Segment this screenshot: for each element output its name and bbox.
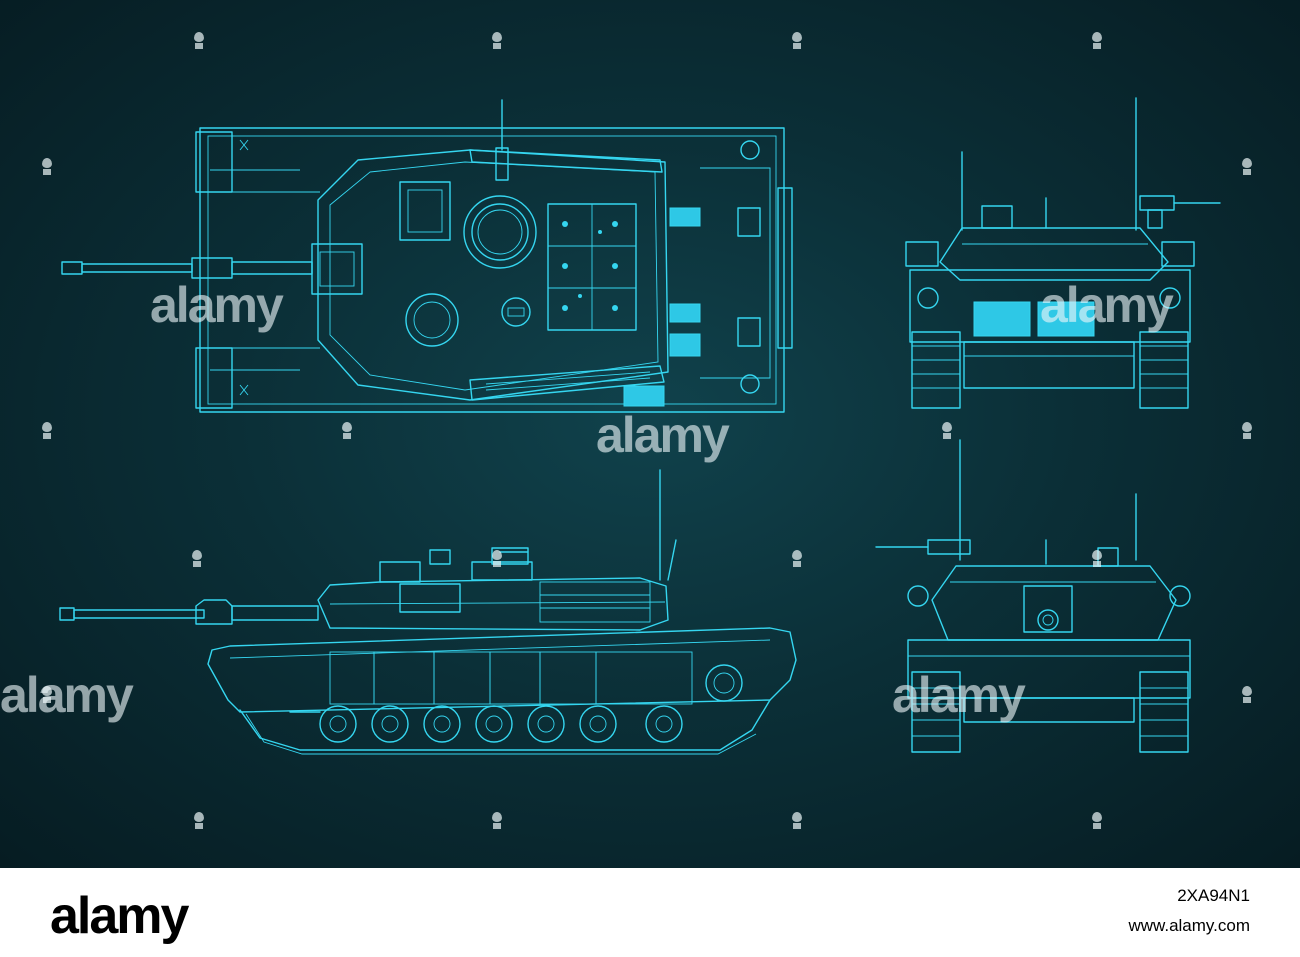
site-url[interactable]: www.alamy.com: [1128, 916, 1250, 935]
watermark-text: alamy: [1040, 277, 1174, 333]
alamy-logo[interactable]: alamy: [50, 887, 189, 945]
watermark-icon: [792, 812, 802, 829]
watermark-text: alamy: [0, 667, 134, 723]
watermark-text: alamy: [150, 277, 284, 333]
watermark-icon: [42, 686, 52, 703]
image-id: 2XA94N1: [1177, 886, 1250, 905]
stock-footer: alamy 2XA94N1 www.alamy.com: [0, 868, 1300, 957]
blueprint-canvas: alamy alamy alamy alamy alamy: [0, 0, 1300, 868]
watermark-icon: [492, 550, 502, 567]
watermark-icon: [492, 32, 502, 49]
tank-blueprint-drawing: [59, 97, 1221, 755]
watermark-text: alamy: [596, 407, 730, 463]
rear-view: [875, 439, 1191, 753]
front-view: [905, 97, 1221, 409]
watermark-icon: [1242, 422, 1252, 439]
watermark-icon: [1092, 32, 1102, 49]
watermark-icon: [1092, 812, 1102, 829]
watermark-icon: [192, 550, 202, 567]
watermark-icon: [1092, 550, 1102, 567]
watermark-icon: [792, 550, 802, 567]
watermark-icon: [194, 32, 204, 49]
watermark-icon: [342, 422, 352, 439]
watermark-icon: [792, 32, 802, 49]
watermark-icon: [42, 422, 52, 439]
side-view: [59, 469, 797, 755]
watermark-icon: [942, 422, 952, 439]
watermark-icon: [194, 812, 204, 829]
watermark-icon: [492, 812, 502, 829]
watermark-icon: [1242, 686, 1252, 703]
watermark-text: alamy: [892, 667, 1026, 723]
road-wheels: [319, 705, 683, 743]
top-view: [61, 99, 793, 413]
watermark-icon: [1242, 158, 1252, 175]
watermark-icon: [42, 158, 52, 175]
